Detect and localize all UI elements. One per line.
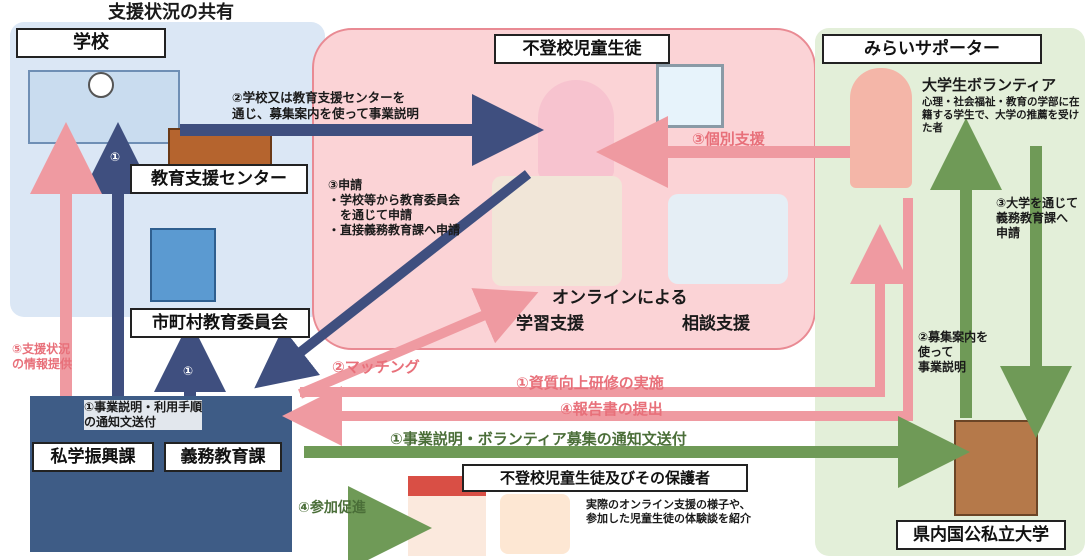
volunteer-title: 大学生ボランティア bbox=[922, 76, 1057, 94]
supporter-label: みらいサポーター bbox=[822, 34, 1042, 64]
compulsory-div-box: 義務教育課 bbox=[164, 442, 282, 472]
city-board-box: 市町村教育委員会 bbox=[130, 308, 310, 338]
diagram-title: 支援状況の共有 bbox=[108, 2, 234, 23]
online-consult-label: 相談支援 bbox=[682, 314, 750, 334]
online-consult-icon bbox=[668, 194, 788, 284]
online-learning-icon bbox=[492, 176, 622, 286]
step-procedure-notice: ①事業説明・利用手順 の通知文送付 bbox=[84, 400, 203, 430]
step-univ-application: ③大学を通じて 義務教育課へ 申請 bbox=[996, 196, 1079, 240]
online-heading: オンラインによる bbox=[552, 288, 688, 308]
volunteer-desc: 心理・社会福祉・教育の学部に在籍する学生で、大学の推薦を受けた者 bbox=[922, 96, 1080, 135]
private-div-box: 私学振興課 bbox=[32, 442, 154, 472]
clock-icon bbox=[88, 72, 114, 98]
step-matching: ②マッチング bbox=[332, 358, 420, 376]
step-notice-recruit: ①事業説明・ボランティア募集の通知文送付 bbox=[390, 430, 687, 448]
student-label: 不登校児童生徒 bbox=[494, 34, 670, 64]
showcase-text: 実際のオンライン支援の様子や、 参加した児童生徒の体験談を紹介 bbox=[586, 498, 751, 525]
edu-center-box: 教育支援センター bbox=[130, 164, 308, 194]
arrow-matching bbox=[298, 288, 539, 399]
step-circle-1a: ① bbox=[110, 150, 121, 164]
city-board-building-icon bbox=[150, 228, 216, 302]
family-icon bbox=[500, 494, 570, 554]
step-share-status: ⑤支援状況 の情報提供 bbox=[12, 342, 73, 371]
step-application: ③申請 ・学校等から教育委員会 を通じて申請 ・直接義務教育課へ申請 bbox=[328, 178, 461, 237]
arrow-training bbox=[300, 224, 910, 397]
step-report: ④報告書の提出 bbox=[560, 400, 663, 418]
step-promote: ④参加促進 bbox=[298, 500, 366, 516]
online-learning-label: 学習支援 bbox=[516, 314, 584, 334]
step-school-explanation: ②学校又は教育支援センターを 通じ、募集案内を使って事業説明 bbox=[232, 90, 419, 121]
university-box: 県内国公私立大学 bbox=[896, 520, 1066, 550]
step-individual-support: ③個別支援 bbox=[692, 130, 765, 148]
step-training: ①資質向上研修の実施 bbox=[516, 374, 664, 392]
guardians-box: 不登校児童生徒及びその保護者 bbox=[462, 464, 748, 492]
school-label: 学校 bbox=[16, 28, 166, 58]
arrow-student-to-board bbox=[254, 170, 532, 389]
step-circle-1b: ① bbox=[183, 364, 194, 378]
step-recruit-explanation: ②募集案内を 使って 事業説明 bbox=[918, 330, 989, 374]
volunteer-icon bbox=[850, 68, 912, 188]
